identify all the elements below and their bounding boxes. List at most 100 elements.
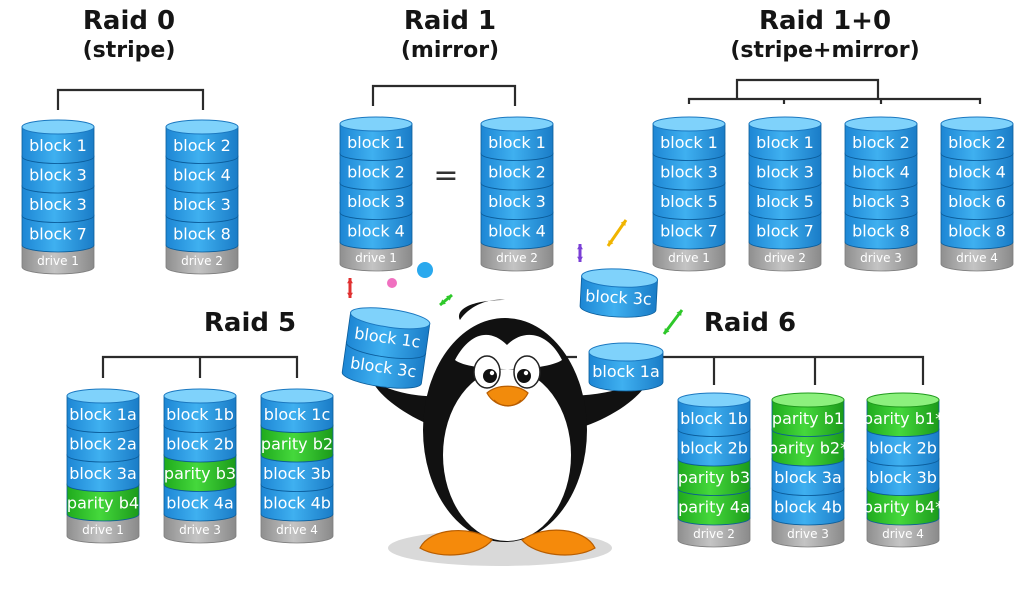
raid10-drive-4: drive 4 block 8 block 6 block 4 block 2 xyxy=(940,116,1014,272)
raid6-drive-1-label: drive 2 xyxy=(693,527,735,541)
raid6-drive-3-block-2-label: block 2b xyxy=(869,438,937,457)
raid10-drive-3-block-3-label: block 3 xyxy=(852,192,910,211)
raid0-drive-1-block-1-label: block 1 xyxy=(29,136,87,155)
raid1-drive-1-block-1-label: block 1 xyxy=(347,133,405,152)
raid5-drive-2-block-3-label: parity b3 xyxy=(164,464,236,483)
raid10-drive-2-block-2-label: block 3 xyxy=(756,162,814,181)
arrow-green-icon xyxy=(662,309,684,335)
raid10-drive-4-block-2-label: block 4 xyxy=(948,162,1006,181)
raid10-drive-4-label: drive 4 xyxy=(956,251,998,265)
raid0-title: Raid 0 (stripe) xyxy=(44,6,214,66)
raid5-drive-2-block-1: block 1b xyxy=(163,388,237,433)
raid1-equals-sign: = xyxy=(433,158,458,193)
raid1-drive-1-block-4-label: block 4 xyxy=(347,221,405,240)
raid1-drive-1-block-2-label: block 2 xyxy=(347,162,405,181)
floating-disk-top-label-1: block 3c xyxy=(585,286,652,308)
raid10-drive-4-block-4-label: block 8 xyxy=(948,221,1006,240)
arrow-purple-icon xyxy=(577,244,583,262)
raid1-subtitle-text: (mirror) xyxy=(400,38,500,63)
raid6-drive-1-block-1-label: block 1b xyxy=(680,409,748,428)
raid6-drive-2-block-3-label: block 3a xyxy=(774,468,842,487)
raid10-drive-4-block-1-label: block 2 xyxy=(948,133,1006,152)
floating-disk-right-segment-1: block 1a xyxy=(588,342,664,392)
drive-stacks: drive 1 block 7 block 3 block 3 block 1 drive… xyxy=(21,116,1014,548)
penguin-mascot xyxy=(372,299,650,566)
penguin-left-foot xyxy=(419,529,493,556)
raid1-drive-2-block-1: block 1 xyxy=(480,116,554,161)
raid1-title: Raid 1 (mirror) xyxy=(355,6,545,66)
raid5-drive-2-block-2-label: block 2b xyxy=(166,434,234,453)
raid6-drive-2-block-1-label: parity b1 xyxy=(772,409,844,428)
raid5-drive-1-label: drive 1 xyxy=(82,523,124,537)
raid5-drive-3-block-3-label: block 3b xyxy=(263,464,331,483)
raid1-drive-2-label: drive 2 xyxy=(496,251,538,265)
penguin-right-foot xyxy=(521,529,596,556)
raid10-drive-4-block-1: block 2 xyxy=(940,116,1014,161)
raid1-drive-2-block-1-label: block 1 xyxy=(488,133,546,152)
raid1-title-text: Raid 1 xyxy=(403,6,497,36)
raid10-drive-3-block-4-label: block 8 xyxy=(852,221,910,240)
raid10-drive-1-block-3-label: block 5 xyxy=(660,192,718,211)
raid10-drive-2-block-1-label: block 1 xyxy=(756,133,814,152)
raid10-drive-4-block-3-label: block 6 xyxy=(948,192,1006,211)
raid5-drive-2-block-4-label: block 4a xyxy=(166,493,234,512)
raid5-drive-2-label: drive 3 xyxy=(179,523,221,537)
floating-disk-right-label-1: block 1a xyxy=(592,362,660,381)
raid1-drive-2-block-2-label: block 2 xyxy=(488,162,546,181)
raid6-title: Raid 6 xyxy=(680,308,820,338)
raid10-drive-3-block-1-label: block 2 xyxy=(852,133,910,152)
raid6-drive-2-block-2-label: parity b2* xyxy=(768,438,848,457)
penguin-belly xyxy=(443,369,571,541)
raid5-drive-1-block-3-label: block 3a xyxy=(69,464,137,483)
raid5-drive-1-block-1-label: block 1a xyxy=(69,405,137,424)
raid0-drive-1-label: drive 1 xyxy=(37,254,79,268)
raid10-drive-3-block-4: block 8 xyxy=(844,205,918,250)
raid0-drive-2-block-1: block 2 xyxy=(165,119,239,164)
raid10-drive-3-block-2-label: block 4 xyxy=(852,162,910,181)
raid5-drive-1-block-1: block 1a xyxy=(66,388,140,433)
arrow-yellow-icon xyxy=(606,219,628,247)
raid10-drive-2-label: drive 2 xyxy=(764,251,806,265)
raid10-subtitle-text: (stripe+mirror) xyxy=(730,38,920,63)
floating-disk-top-segment-1: block 3c xyxy=(579,268,659,318)
raid5-drive-2-block-1-label: block 1b xyxy=(166,405,234,424)
pink-bubble-icon xyxy=(387,278,397,288)
raid6-drive-1-block-2-label: block 2b xyxy=(680,438,748,457)
raid10-drive-1-block-1: block 1 xyxy=(652,116,726,161)
raid10-drive-1-block-4-label: block 7 xyxy=(660,221,718,240)
raid5-drive-3-block-2-label: parity b2 xyxy=(261,434,333,453)
raid6-drive-3-block-3-label: block 3b xyxy=(869,468,937,487)
raid6-drive-1-block-3-label: parity b3 xyxy=(678,468,750,487)
raid6-drive-3-block-1-label: parity b1* xyxy=(863,409,943,428)
raid10-drive-1-block-1-label: block 1 xyxy=(660,133,718,152)
blue-bubble-icon xyxy=(417,262,433,278)
connector-lines xyxy=(56,78,982,385)
raid0-drive-1-block-1: block 1 xyxy=(21,119,95,164)
raid0-drive-2-label: drive 2 xyxy=(181,254,223,268)
raid0-drive-2-block-1-label: block 2 xyxy=(173,136,231,155)
raid0-drive-2-block-3-label: block 3 xyxy=(173,195,231,214)
raid10-title-text: Raid 1+0 xyxy=(758,6,892,36)
raid10-drive-1-block-2-label: block 3 xyxy=(660,162,718,181)
raid6-drive-3-label: drive 4 xyxy=(882,527,924,541)
raid5-drive-1-block-4-label: parity b4 xyxy=(67,493,139,512)
raid10-drive-2-block-1: block 1 xyxy=(748,116,822,161)
raid6-drive-3-block-1: parity b1* xyxy=(863,392,943,437)
raid0-drive-1-block-4-label: block 7 xyxy=(29,224,87,243)
raid5-drive-3-block-1-label: block 1c xyxy=(264,405,331,424)
floating-disk-top: block 3c xyxy=(579,268,659,318)
raid0-drive-1-block-3-label: block 3 xyxy=(29,195,87,214)
raid5-drive-2: drive 3 block 4a parity b3 block 2b block 1b xyxy=(163,388,237,544)
raid5-drive-3-block-1: block 1c xyxy=(260,388,334,433)
